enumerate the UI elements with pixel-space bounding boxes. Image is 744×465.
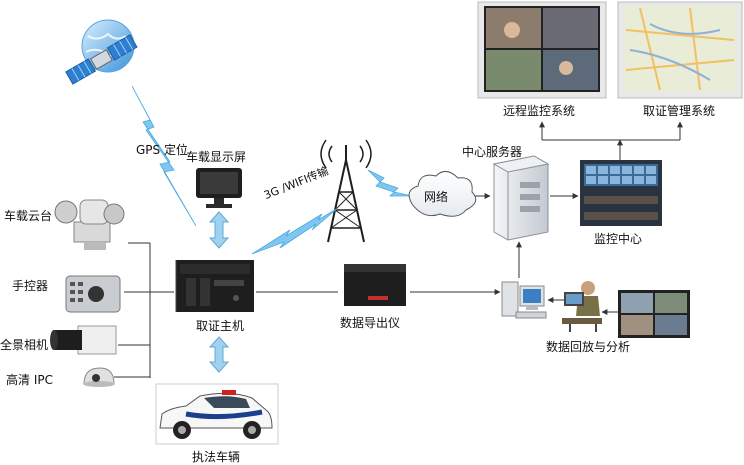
server-icon: [492, 155, 550, 241]
exporter-icon: [344, 264, 406, 306]
monitor-screen-icon: [477, 1, 607, 99]
data-exporter-label: 数据导出仪: [340, 316, 401, 330]
network-signal-icon: [367, 169, 413, 197]
control-room-icon: [580, 160, 662, 226]
operator-icon: [562, 281, 602, 332]
map-screen-icon: [617, 1, 743, 99]
evidence-host-label: 取证主机: [196, 319, 245, 333]
dvr-host-icon: [175, 260, 254, 312]
hand-controller-label: 手控器: [12, 279, 49, 293]
host-car-arrow-icon: [208, 336, 230, 373]
network-label: 网络: [424, 190, 449, 204]
center-server-label: 中心服务器: [462, 145, 523, 159]
ptz-label: 车载云台: [4, 209, 53, 223]
ptz-camera-icon: [54, 199, 125, 250]
monitor-center-label: 监控中心: [594, 232, 643, 246]
police-car-icon: [155, 383, 279, 445]
vehicle-display-label: 车载显示屏: [186, 150, 247, 164]
gps-label: GPS 定位: [136, 143, 188, 157]
display-host-arrow-icon: [208, 211, 230, 249]
law-vehicle-label: 执法车辆: [192, 450, 241, 464]
joystick-icon: [65, 275, 121, 313]
gps-signal-icon: [131, 85, 197, 227]
remote-monitor-label: 远程监控系统: [503, 104, 576, 118]
hd-ipc-label: 高清 IPC: [6, 373, 53, 387]
box-camera-icon: [50, 325, 117, 355]
workstation-icon: [501, 281, 547, 319]
tower-icon: [320, 139, 372, 243]
panoramic-camera-label: 全景相机: [0, 338, 49, 352]
cloud-icon: [408, 171, 477, 217]
playback-analysis-label: 数据回放与分析: [546, 340, 631, 354]
wireless-signal-icon: [251, 207, 339, 255]
dome-camera-icon: [83, 367, 115, 387]
video-wall-icon: [618, 290, 690, 338]
display-icon: [196, 168, 242, 208]
satellite-icon: [65, 19, 138, 85]
evidence-mgmt-label: 取证管理系统: [643, 104, 716, 118]
